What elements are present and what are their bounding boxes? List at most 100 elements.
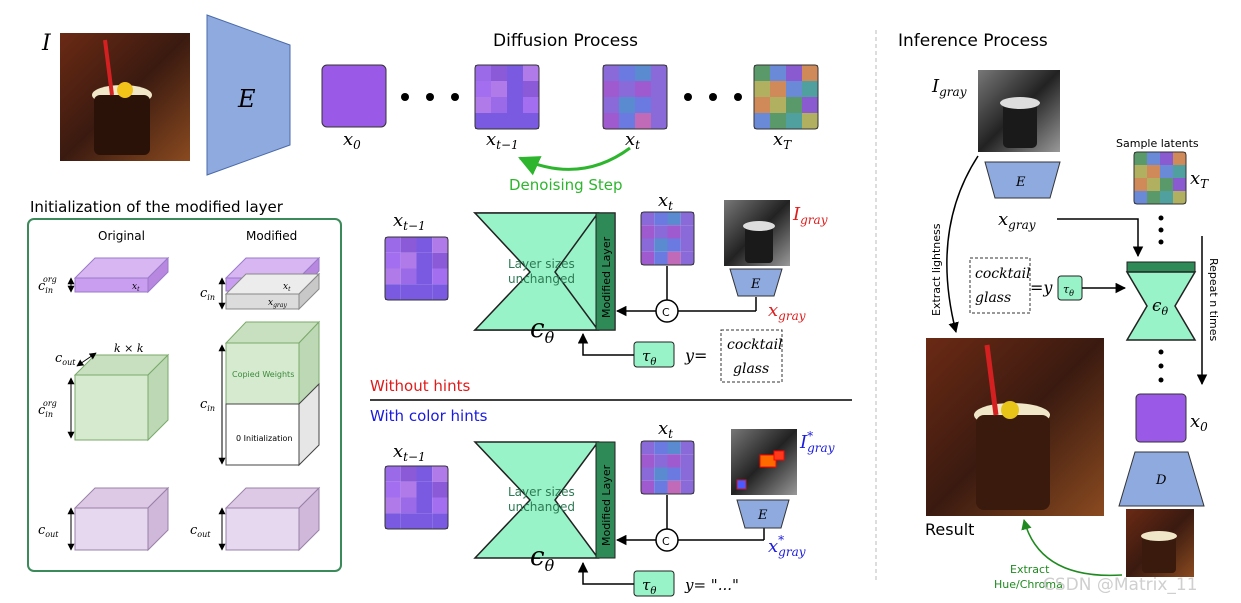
latent-cell: [667, 251, 681, 265]
latent-cell: [680, 251, 694, 265]
unet1-text-prompt-box: [720, 329, 783, 383]
latent-cell: [770, 65, 786, 81]
latent-cell: [680, 225, 694, 239]
latent-cell: [770, 81, 786, 97]
latent-cell: [770, 97, 786, 113]
latent-cell: [1160, 152, 1173, 165]
extract-hue-2: Hue/Chroma: [994, 578, 1063, 591]
inf-xT-grid: [1133, 151, 1187, 205]
latent-border: [602, 64, 668, 130]
latent-cell: [416, 237, 433, 253]
latent-cell: [603, 65, 619, 81]
latent-cell: [654, 441, 668, 455]
diffusion-title: Diffusion Process: [493, 31, 638, 51]
latent-cell: [1173, 165, 1186, 178]
latent-cell: [654, 238, 668, 252]
latent-border: [753, 64, 819, 130]
latent-cell: [667, 480, 681, 494]
latent-cell: [400, 237, 417, 253]
latent-cell: [641, 467, 655, 481]
label-kxk: k × k: [114, 342, 144, 355]
latent-cell: [1173, 191, 1186, 204]
latent-cell: [641, 480, 655, 494]
result-label: Result: [925, 520, 974, 539]
latent-border: [384, 236, 449, 301]
latent-cell: [1134, 191, 1147, 204]
latent-cell: [667, 467, 681, 481]
col-modified: Modified: [246, 229, 297, 243]
latent-cell: [1147, 191, 1160, 204]
inference-title: Inference Process: [898, 31, 1048, 51]
latent-cell: [786, 81, 802, 97]
latent-cell: [475, 113, 491, 129]
latent-cell: [770, 113, 786, 129]
unet1-y-eq: y=: [684, 346, 707, 365]
latent-cell: [667, 225, 681, 239]
latent-cell: [654, 454, 668, 468]
latent-cell: [654, 212, 668, 226]
input-photo: [60, 33, 190, 161]
latent-cell: [641, 225, 655, 239]
latent-cell: [641, 441, 655, 455]
latent-cell: [432, 497, 448, 514]
label-x0: x0: [343, 129, 361, 152]
unet1-xt-grid: [640, 211, 695, 266]
latent-cell: [667, 238, 681, 252]
inf-decoder: [1118, 451, 1205, 507]
latent-cell: [400, 513, 417, 529]
latent-cell: [786, 65, 802, 81]
without-hints-label: Without hints: [370, 377, 470, 395]
unet2-y-dots: y= "...": [684, 576, 739, 594]
latent-cell: [385, 466, 401, 482]
unet2-xgray-star: x*gray: [768, 533, 806, 559]
unet1-Igray: Igray: [792, 204, 828, 227]
latent-cell: [667, 454, 681, 468]
watermark: CSDN @Matrix_11: [1043, 575, 1198, 595]
unet2-gray-photo-hints: [731, 429, 797, 495]
label-xt1: xt−1: [486, 129, 519, 152]
latent-cell: [385, 268, 401, 285]
latent-cell: [432, 252, 448, 269]
unet1-layer-sizes-1: Layer sizes: [508, 257, 575, 271]
latent-cell: [641, 212, 655, 226]
inf-xgray: xgray: [998, 209, 1036, 232]
latent-cell: [385, 481, 401, 498]
latent-cell: [416, 513, 433, 529]
extract-hue-arrow: [1021, 518, 1123, 577]
original-cube: [73, 353, 170, 442]
unet2-body: [473, 441, 616, 559]
latent-cell: [523, 113, 539, 129]
latent-grid-xT: [753, 64, 819, 130]
slab-xt-label-orig: xt: [132, 282, 140, 293]
inf-dots-1: [1158, 215, 1164, 245]
extract-lightness-arrow: [946, 155, 979, 334]
inf-label-xT: xT: [1190, 168, 1209, 191]
latent-cell: [754, 113, 770, 129]
latent-cell: [507, 97, 523, 113]
latent-cell: [651, 113, 667, 129]
latent-cell: [491, 97, 507, 113]
latent-cell: [680, 441, 694, 455]
latent-cell: [400, 497, 417, 514]
latent-cell: [400, 284, 417, 300]
unet1-xgray: xgray: [768, 300, 806, 323]
inf-y-eq: =y: [1030, 278, 1053, 297]
latent-cell: [654, 225, 668, 239]
label-cout-2: cout: [38, 523, 59, 539]
inf-dots-2: [1158, 349, 1164, 383]
latent-cell: [400, 268, 417, 285]
unet1-label-xt1: xt−1: [393, 210, 426, 233]
latent-cell: [619, 81, 635, 97]
repeat-label: Repeat n times: [1207, 258, 1220, 342]
latent-border: [474, 64, 540, 130]
latent-cell: [432, 513, 448, 529]
latent-cell: [654, 467, 668, 481]
latent-cell: [802, 113, 818, 129]
latent-cell: [1173, 178, 1186, 191]
latent-cell: [385, 237, 401, 253]
unet2-eps: ϵθ: [530, 542, 555, 575]
latent-cell: [667, 441, 681, 455]
init-panel: [27, 218, 342, 572]
sample-latents-label: Sample latents: [1116, 137, 1199, 150]
latent-cell: [754, 65, 770, 81]
